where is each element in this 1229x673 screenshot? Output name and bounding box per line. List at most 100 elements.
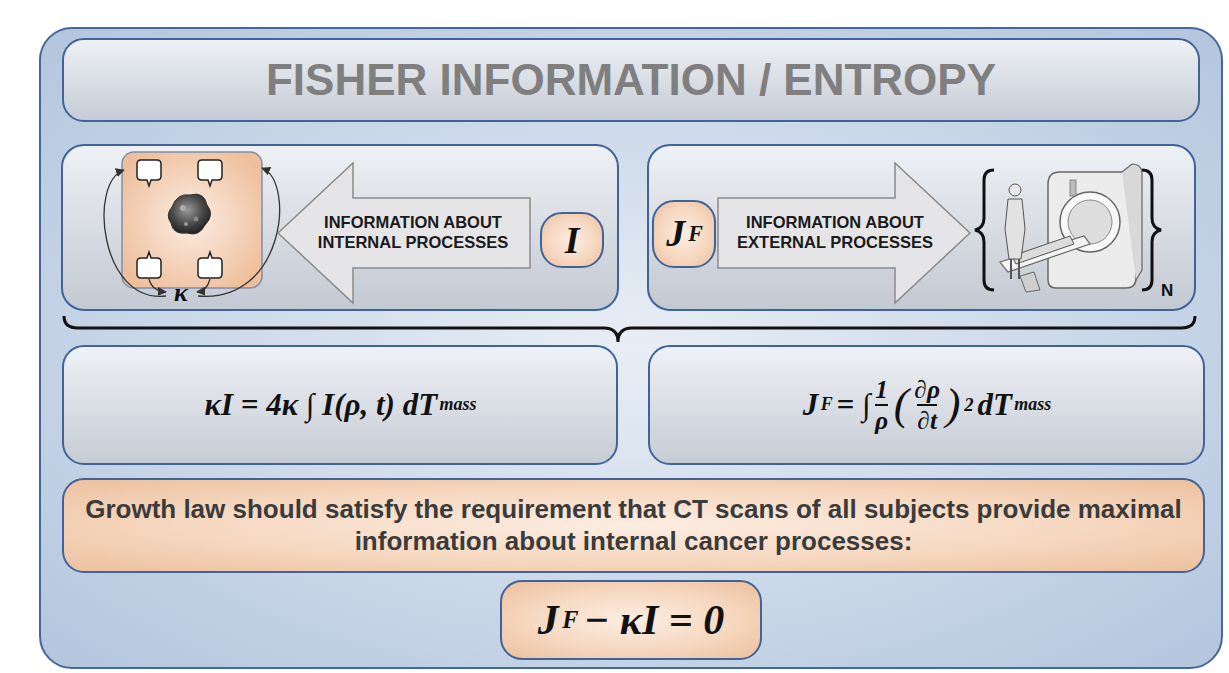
formula-box: JF= ∫1ρ(∂ρ∂t)2dTmass: [648, 345, 1205, 465]
external-info-box: JF: [652, 200, 716, 268]
text-part: INFORMATION ABOUT EXTERNAL PROCESSES: [723, 213, 946, 253]
brace: [64, 316, 1195, 342]
text-part: (: [894, 378, 909, 432]
outer-panel: [40, 28, 1222, 668]
illustration-part: [122, 152, 262, 288]
illustration-part: [137, 252, 161, 278]
illustration-part: [194, 217, 199, 222]
illustration-part: [1009, 184, 1021, 196]
illustration-part: [137, 160, 161, 186]
illustration-part: [1142, 170, 1161, 290]
node-text: F: [688, 221, 703, 246]
node-text: κI = 4κ ∫ I(ρ, t) dT: [205, 387, 438, 422]
node-text: J: [538, 597, 559, 643]
text-part: mass: [440, 394, 477, 416]
title-box: FISHER INFORMATION / ENTROPY: [62, 38, 1200, 122]
text-part: − κI = 0: [584, 595, 724, 645]
illustration-part: [198, 168, 280, 296]
illustration-part: [975, 170, 994, 290]
arrow-outline: [718, 163, 970, 303]
text-part: F: [688, 221, 703, 247]
text-part: J: [803, 386, 819, 423]
node-text: 2: [964, 394, 973, 415]
illustration-part: [168, 194, 210, 234]
illustration-part: [1070, 180, 1076, 196]
text-area: JF: [660, 206, 708, 262]
internal-info-box: I: [540, 212, 604, 268]
node-text: ρ: [875, 404, 888, 435]
formula-box: κI = 4κ ∫ I(ρ, t) dTmass: [62, 345, 618, 465]
illustration-part: [198, 160, 222, 186]
illustration-part: [198, 252, 222, 278]
text-area: Growth law should satisfy the requiremen…: [70, 484, 1197, 567]
fraction: 1ρ: [875, 376, 888, 435]
panel-label: N: [1161, 281, 1173, 301]
node-text: mass: [440, 394, 477, 414]
node-text: ∂t: [917, 404, 937, 435]
left-arrow: INFORMATION ABOUT INTERNAL PROCESSES: [278, 163, 530, 303]
illustration-part: [1068, 200, 1112, 244]
text-part: J: [538, 595, 559, 645]
text-part: = ∫: [837, 386, 871, 423]
text-part: J: [666, 211, 685, 257]
right-arrow: INFORMATION ABOUT EXTERNAL PROCESSES: [718, 163, 970, 303]
fraction: ∂ρ∂t: [914, 376, 940, 435]
illustration-part: [1122, 164, 1142, 280]
ct-scanner-illustration: [975, 164, 1161, 292]
node-text: INFORMATION ABOUT EXTERNAL PROCESSES: [737, 213, 933, 251]
text-area: I: [548, 218, 596, 262]
text-part: ): [946, 378, 961, 432]
text-part: Growth law should satisfy the requiremen…: [72, 494, 1195, 556]
illustration-part: [184, 222, 188, 226]
node-text: F: [821, 394, 833, 414]
node-text: Growth law should satisfy the requiremen…: [85, 494, 1189, 555]
node-text: (: [894, 379, 909, 429]
illustration-part: [137, 160, 161, 186]
text-area: INFORMATION ABOUT INTERNAL PROCESSES: [300, 199, 526, 267]
node-text: dT: [977, 387, 1011, 422]
node-text: 1: [875, 376, 888, 404]
illustration-part: [149, 279, 166, 292]
illustration-part: [1048, 172, 1136, 288]
text-area: JF− κI = 0: [508, 586, 754, 654]
text-area: INFORMATION ABOUT EXTERNAL PROCESSES: [722, 199, 948, 267]
text-part: I: [565, 218, 580, 263]
node-text: I: [565, 220, 580, 261]
text-part: dT: [977, 386, 1011, 423]
illustration-part: [1020, 272, 1040, 292]
node-text: = ∫: [837, 387, 871, 422]
illustration-part: [1005, 199, 1025, 259]
text-part: κI = 4κ ∫ I(ρ, t) dT: [205, 386, 438, 423]
illustration-part: [198, 252, 222, 278]
node-text: F: [562, 606, 578, 633]
right-panel-outline: [648, 145, 1195, 310]
node-text: INFORMATION ABOUT INTERNAL PROCESSES: [318, 213, 508, 251]
illustration-part: [197, 279, 210, 292]
illustration-part: [104, 170, 166, 296]
tumor-illustration: [104, 152, 280, 296]
text-area: JF= ∫1ρ(∂ρ∂t)2dTmass: [656, 351, 1197, 459]
text-part: INFORMATION ABOUT INTERNAL PROCESSES: [301, 213, 524, 253]
left-panel: INFORMATION ABOUT INTERNAL PROCESSES Iκ: [62, 145, 618, 310]
arrow-outline: [278, 163, 530, 303]
text-part: F: [562, 605, 578, 634]
node-text: − κI = 0: [584, 597, 724, 643]
panel-label: κ: [174, 278, 188, 308]
node-text: J: [666, 212, 685, 254]
right-panel: JF INFORMATION ABOUT EXTERNAL PROCESSES N: [648, 145, 1195, 310]
node-text: ∂ρ: [914, 376, 940, 404]
node-text: J: [803, 387, 819, 422]
node-text: mass: [1014, 394, 1051, 414]
title-content: FISHER INFORMATION / ENTROPY: [68, 42, 1194, 118]
requirement-box: Growth law should satisfy the requiremen…: [62, 478, 1205, 573]
illustration-part: [198, 160, 222, 186]
illustration-part: [180, 205, 186, 211]
node-text: ): [946, 379, 961, 429]
text-part: 2: [964, 394, 973, 416]
illustration-part: [137, 252, 161, 278]
left-panel-outline: [62, 145, 618, 310]
title-text: FISHER INFORMATION / ENTROPY: [266, 55, 996, 105]
text-part: F: [821, 394, 833, 416]
text-part: mass: [1014, 394, 1051, 416]
